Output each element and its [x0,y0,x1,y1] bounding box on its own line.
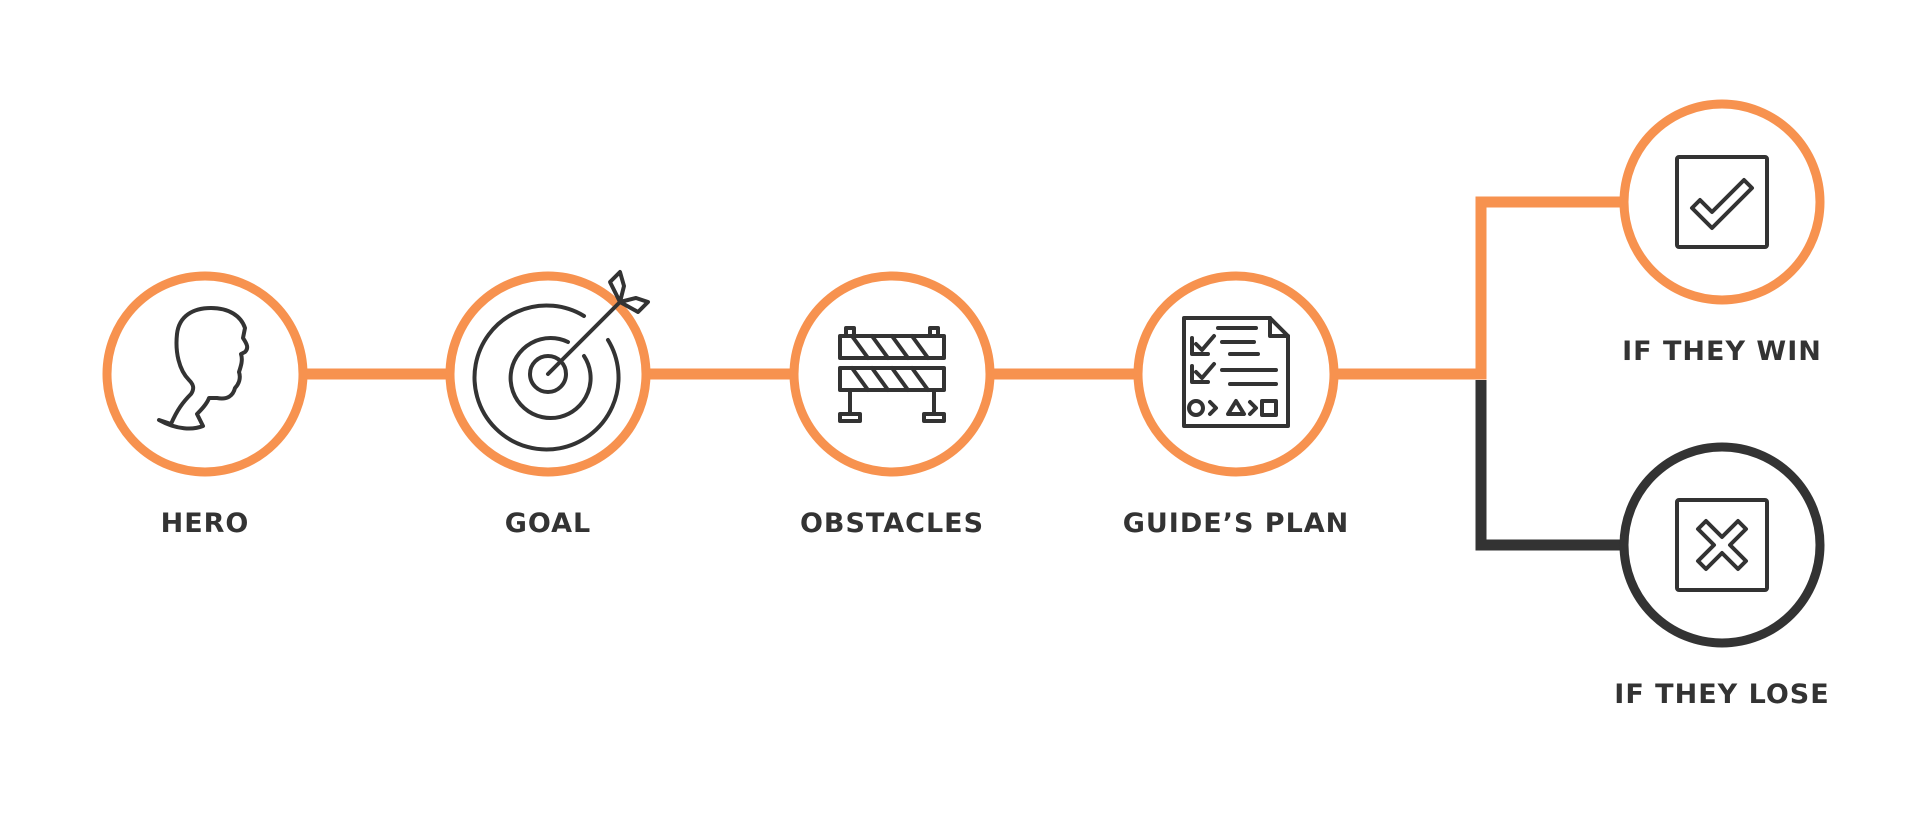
connectors [298,196,1622,551]
hero-label: HERO [161,508,250,539]
if-they-lose-label: IF THEY LOSE [1614,679,1829,710]
checkbox-x-icon [1675,498,1769,592]
if-they-lose-ring [1619,442,1825,648]
connector-plan-win [1335,196,1622,380]
if-they-win-label: IF THEY WIN [1622,336,1822,367]
target-arrow-icon [472,270,650,452]
barrier-icon [838,326,946,423]
node-guides-plan: GUIDE’S PLAN [1123,271,1350,539]
node-if-they-lose: IF THEY LOSE [1614,442,1829,710]
node-obstacles: OBSTACLES [789,271,995,539]
person-profile-icon [157,306,250,431]
node-if-they-win: IF THEY WIN [1619,99,1825,367]
guides-plan-label: GUIDE’S PLAN [1123,508,1350,539]
node-hero: HERO [102,271,308,539]
goal-label: GOAL [505,508,592,539]
obstacles-label: OBSTACLES [800,508,984,539]
hero-ring [102,271,308,477]
obstacles-ring [789,271,995,477]
checklist-plan-icon [1182,316,1290,428]
node-goal: GOAL [445,270,651,539]
checkbox-check-icon [1675,155,1769,249]
guides-plan-ring [1133,271,1339,477]
connector-plan-lose [1475,380,1622,551]
